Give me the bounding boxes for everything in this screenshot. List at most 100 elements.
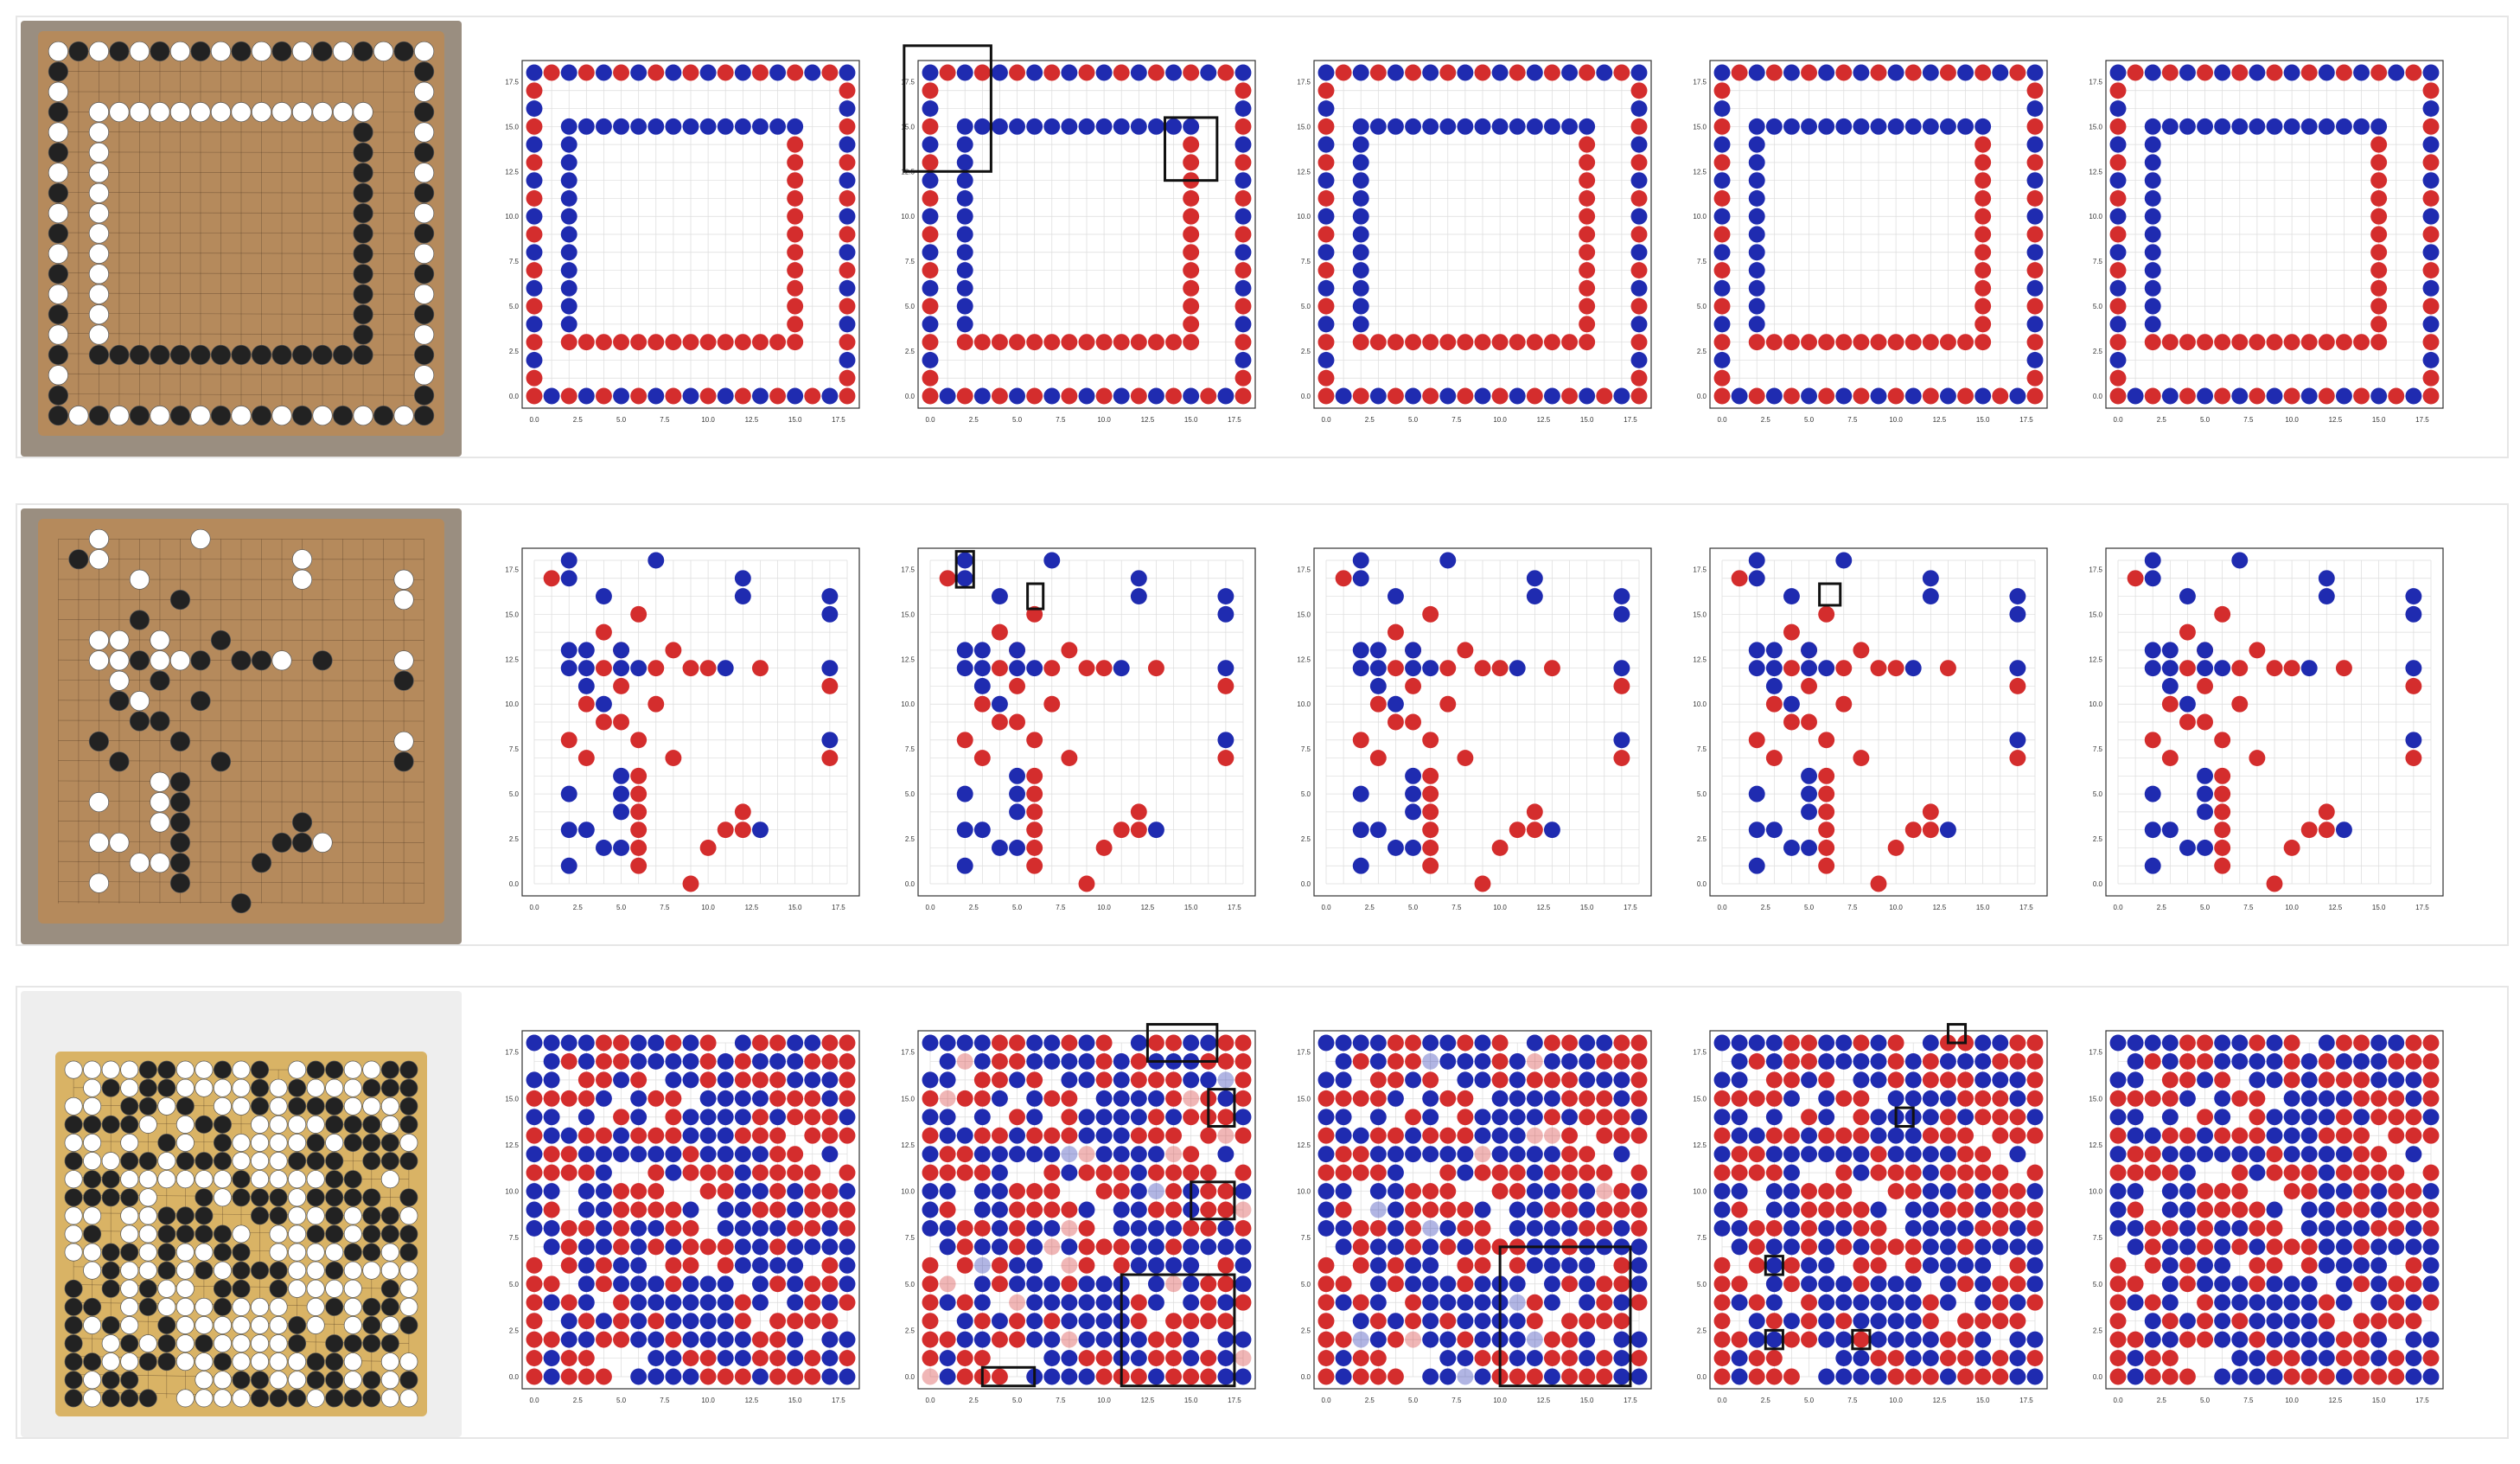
blue-stone — [1748, 118, 1765, 135]
red-stone — [1992, 1350, 2009, 1367]
red-stone — [1957, 1071, 1975, 1089]
blue-stone — [1870, 1331, 1887, 1348]
blue-stone — [1818, 64, 1835, 81]
white-stone — [380, 1170, 399, 1189]
blue-stone — [1317, 316, 1335, 333]
red-stone — [1317, 189, 1335, 207]
blue-stone — [1200, 1034, 1217, 1052]
red-stone — [1439, 334, 1457, 351]
red-stone — [1491, 839, 1509, 856]
y-tick-label: 15.0 — [505, 123, 519, 131]
red-stone — [1217, 1256, 1234, 1274]
red-stone — [1975, 172, 1992, 189]
blue-stone — [939, 1294, 956, 1311]
red-stone — [526, 262, 543, 279]
white-stone — [399, 1261, 418, 1280]
blue-stone — [787, 1275, 804, 1293]
red-stone — [717, 1183, 734, 1200]
blue-stone — [1026, 660, 1043, 677]
red-stone — [2353, 1331, 2370, 1348]
red-stone — [1352, 334, 1369, 351]
blue-stone — [1439, 1034, 1457, 1052]
red-stone — [734, 1313, 751, 1330]
black-stone — [353, 264, 373, 284]
red-stone — [2249, 1201, 2266, 1218]
y-tick-label: 15.0 — [505, 1095, 519, 1103]
blue-stone — [2197, 785, 2214, 802]
red-stone — [2214, 387, 2231, 405]
white-stone — [150, 102, 170, 123]
red-stone — [613, 1219, 630, 1237]
blue-stone — [2231, 1146, 2249, 1163]
white-stone — [83, 1096, 102, 1116]
blue-stone — [1904, 660, 1922, 677]
red-stone — [1317, 82, 1335, 99]
red-stone — [595, 1256, 612, 1274]
blue-stone — [1026, 1146, 1043, 1163]
red-stone — [1352, 1256, 1369, 1274]
red-stone — [922, 1294, 939, 1311]
predicted-stones — [922, 1034, 1252, 1385]
x-tick-label: 12.5 — [1933, 416, 1947, 424]
blue-stone — [1026, 1331, 1043, 1348]
black-stone — [138, 1279, 157, 1298]
blue-stone — [1491, 64, 1509, 81]
x-tick-label: 10.0 — [2285, 904, 2299, 911]
black-stone — [288, 1096, 307, 1116]
red-stone — [2026, 1201, 2044, 1218]
red-stone — [1439, 1201, 1457, 1218]
error-highlight-box — [1145, 1023, 1219, 1063]
blue-stone — [2179, 1219, 2196, 1237]
blue-stone — [2300, 1313, 2318, 1330]
blue-stone — [2214, 1090, 2231, 1107]
blue-stone — [2161, 822, 2179, 839]
red-stone — [1474, 1219, 1491, 1237]
blue-stone — [1887, 1331, 1904, 1348]
red-stone — [2353, 334, 2370, 351]
red-stone — [1026, 387, 1043, 405]
black-stone — [380, 1224, 399, 1243]
x-tick-label: 15.0 — [788, 904, 802, 911]
blue-stone — [1818, 1238, 1835, 1256]
x-tick-label: 10.0 — [1493, 904, 1507, 911]
x-tick-label: 2.5 — [969, 1397, 979, 1404]
blue-stone — [665, 1071, 682, 1089]
y-tick-label: 2.5 — [2093, 835, 2103, 843]
red-stone — [1801, 1294, 1818, 1311]
red-stone — [2300, 1164, 2318, 1181]
red-stone — [1613, 1109, 1630, 1126]
red-stone — [1992, 1313, 2009, 1330]
predicted-stones — [2109, 64, 2440, 405]
y-tick-label: 7.5 — [2093, 258, 2103, 265]
blue-stone — [630, 1313, 648, 1330]
red-stone — [839, 1350, 856, 1367]
red-stone — [1596, 1109, 1613, 1126]
blue-stone — [1422, 1256, 1439, 1274]
red-stone — [804, 1164, 821, 1181]
blue-stone — [1026, 1256, 1043, 1274]
white-stone — [64, 1206, 83, 1225]
blue-stone — [973, 1294, 991, 1311]
black-stone — [362, 1371, 381, 1390]
red-stone — [1095, 1071, 1113, 1089]
red-stone — [1904, 822, 1922, 839]
blue-stone — [526, 136, 543, 153]
blue-stone — [2009, 1350, 2026, 1367]
red-stone — [769, 1238, 787, 1256]
y-tick-label: 10.0 — [505, 700, 519, 708]
blue-stone — [560, 226, 577, 243]
y-tick-label: 10.0 — [2089, 700, 2102, 708]
black-stone — [64, 1352, 83, 1371]
red-stone — [2249, 1034, 2266, 1052]
white-stone — [48, 81, 68, 102]
blue-stone — [734, 1331, 751, 1348]
y-tick-label: 2.5 — [2093, 348, 2103, 355]
red-stone — [1922, 1313, 1939, 1330]
blue-stone — [839, 136, 856, 153]
blue-stone — [2127, 1238, 2144, 1256]
white-stone — [306, 1389, 325, 1408]
black-stone — [343, 1170, 362, 1189]
blue-stone — [1234, 1331, 1252, 1348]
